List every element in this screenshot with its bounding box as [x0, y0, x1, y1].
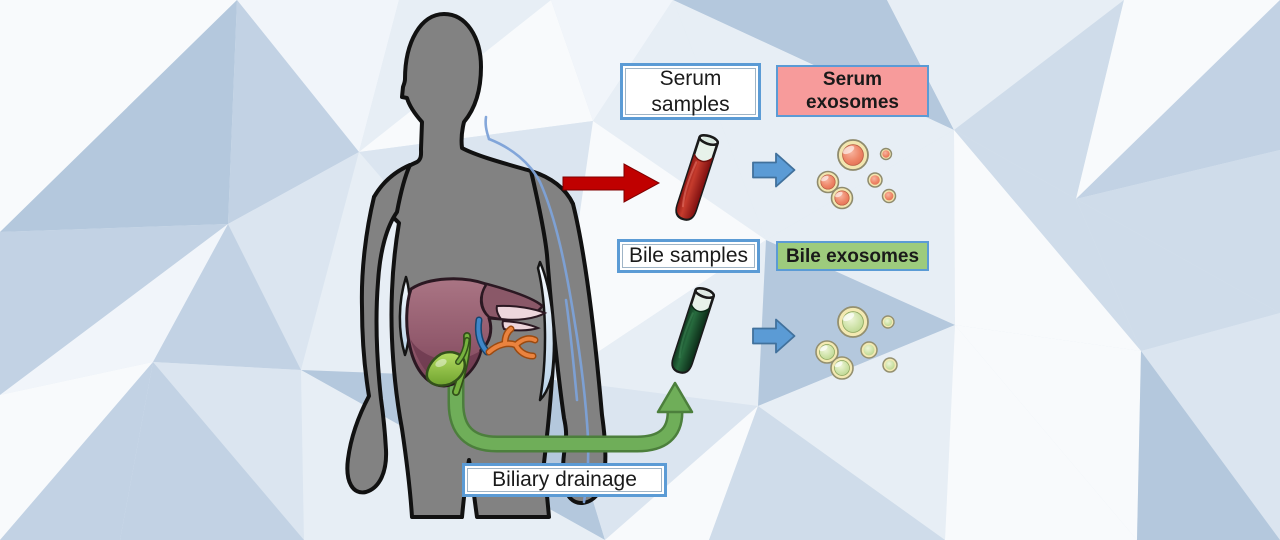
bile-samples-label-box: Bile samples: [617, 239, 760, 273]
background-triangle: [153, 224, 301, 370]
serum-samples-label-box: Serum samples: [620, 63, 761, 120]
gallbladder-icon: [425, 337, 470, 387]
background-triangle: [954, 130, 1141, 351]
green-arrow-icon: [447, 350, 694, 453]
background-triangle: [1076, 199, 1280, 351]
body-torso-head: [372, 12, 575, 519]
serum-test-tube-icon: [675, 133, 720, 221]
background-triangle: [887, 0, 1124, 130]
background-triangle: [0, 362, 153, 540]
bile-test-tube-icon: [671, 286, 716, 374]
background-triangle: [673, 0, 954, 240]
background-triangle: [1076, 0, 1280, 199]
background-triangle: [1137, 351, 1280, 540]
body-left-arm: [345, 163, 412, 495]
green-arrowhead: [656, 381, 694, 414]
bile-transfer-arrow: [752, 318, 796, 354]
liver-pink-leaf: [495, 304, 548, 321]
background-triangle: [556, 380, 758, 540]
hepatic-artery-icon: [485, 325, 539, 360]
liver-icon: [405, 277, 548, 396]
background-triangle: [945, 325, 1137, 540]
background-triangle: [228, 152, 359, 370]
bile-exosome-cluster-icon: [815, 306, 898, 380]
background-triangle: [228, 0, 359, 224]
background-triangle: [593, 0, 766, 240]
serum-exosomes-label-box: Serum exosomes: [776, 65, 929, 117]
background-triangle: [120, 362, 304, 540]
background-triangle: [0, 0, 237, 232]
background-triangle: [1141, 313, 1280, 540]
background-triangle: [237, 0, 399, 152]
background-triangle: [954, 0, 1124, 199]
vein-lines: [484, 115, 590, 504]
bile-exosomes-label-box: Bile exosomes: [776, 241, 929, 271]
serum-transfer-arrow: [752, 152, 796, 188]
background-triangle: [605, 406, 758, 540]
background-triangle: [556, 240, 766, 406]
background-triangle: [766, 130, 955, 325]
biliary-drainage-label-box: Biliary drainage: [462, 463, 667, 497]
background-triangle: [551, 0, 673, 121]
background-triangle: [1076, 150, 1280, 313]
background-triangle: [709, 406, 945, 540]
red-arrow-icon: [562, 163, 661, 203]
background-triangle: [955, 325, 1141, 540]
background-triangle: [758, 325, 955, 540]
background-triangle: [0, 224, 228, 395]
serum-exosome-cluster-icon: [816, 139, 897, 210]
